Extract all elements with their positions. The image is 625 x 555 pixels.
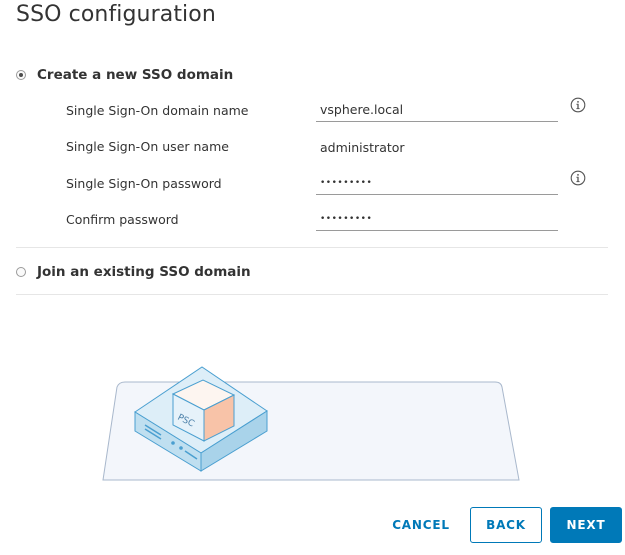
user-name-value: administrator bbox=[320, 140, 405, 155]
domain-name-label: Single Sign-On domain name bbox=[66, 103, 249, 118]
password-input[interactable] bbox=[316, 171, 558, 195]
cancel-button[interactable]: CANCEL bbox=[388, 507, 454, 543]
domain-name-input[interactable] bbox=[316, 98, 558, 122]
create-sso-domain-option[interactable]: Create a new SSO domain bbox=[16, 67, 233, 83]
create-sso-domain-radio[interactable] bbox=[16, 70, 26, 80]
divider bbox=[16, 247, 608, 248]
divider bbox=[16, 294, 608, 295]
join-sso-domain-label: Join an existing SSO domain bbox=[37, 264, 251, 280]
user-name-label: Single Sign-On user name bbox=[66, 139, 229, 154]
join-sso-domain-option[interactable]: Join an existing SSO domain bbox=[16, 264, 251, 280]
join-sso-domain-radio[interactable] bbox=[16, 267, 26, 277]
server-right-face bbox=[200, 410, 268, 472]
next-button[interactable]: NEXT bbox=[550, 507, 622, 543]
psc-illustration: PSC bbox=[102, 366, 520, 481]
page-title: SSO configuration bbox=[16, 2, 216, 27]
back-button[interactable]: BACK bbox=[470, 507, 542, 543]
psc-cube-right bbox=[203, 394, 235, 442]
domain-name-info-icon[interactable] bbox=[570, 97, 586, 113]
create-sso-domain-label: Create a new SSO domain bbox=[37, 67, 234, 83]
confirm-password-input[interactable] bbox=[316, 207, 558, 231]
password-info-icon[interactable] bbox=[570, 170, 586, 186]
password-label: Single Sign-On password bbox=[66, 176, 222, 191]
confirm-password-label: Confirm password bbox=[66, 212, 179, 227]
